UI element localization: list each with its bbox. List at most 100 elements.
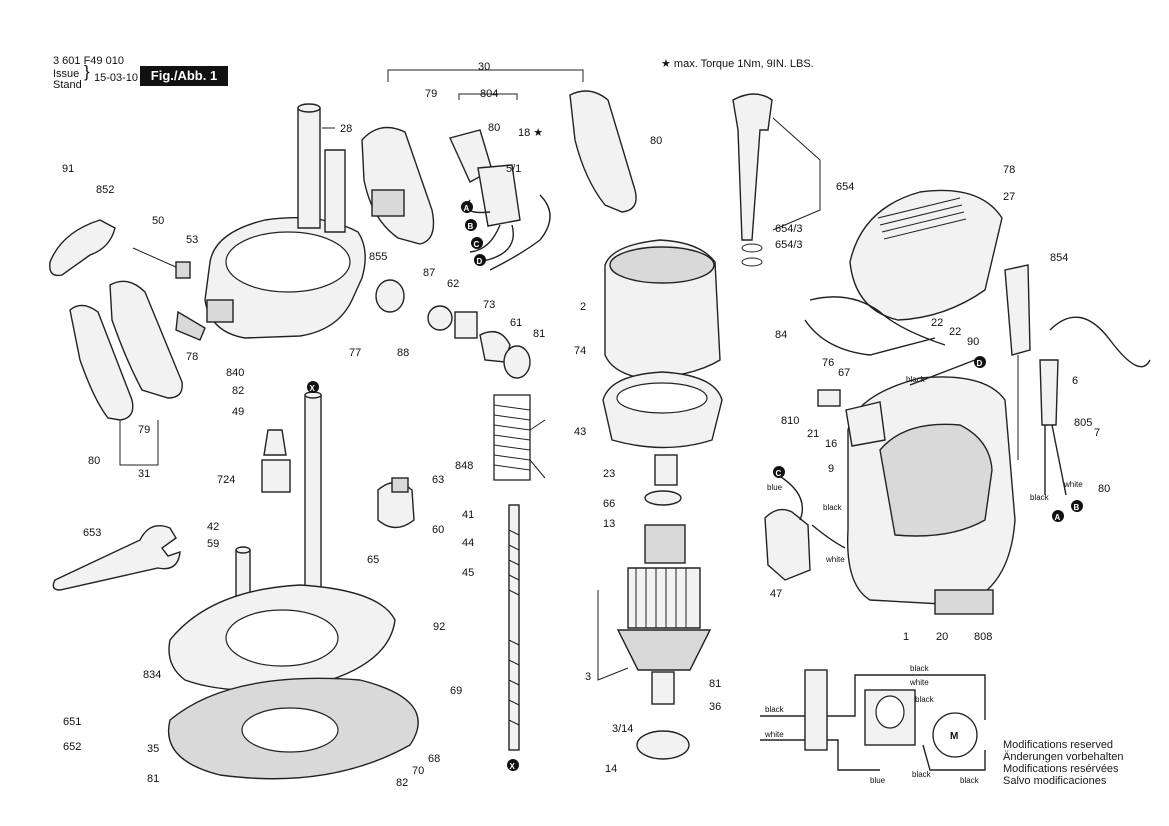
part-number: 36	[709, 701, 721, 713]
modification-line: Modifications resérvées	[1003, 763, 1119, 775]
part-number: 61	[510, 317, 522, 329]
part-number: 87	[423, 267, 435, 279]
part-number: 848	[455, 460, 473, 472]
part-number: 9	[828, 463, 834, 475]
adjust-knob	[377, 477, 415, 529]
armature	[616, 454, 712, 760]
switch-assembly	[449, 129, 551, 271]
base-plate	[168, 584, 419, 780]
part-number: 65	[367, 554, 379, 566]
stator-housing	[604, 239, 721, 379]
part-number: 2	[580, 301, 586, 313]
connector-c: C	[474, 240, 480, 249]
issue-label: Issue	[53, 68, 80, 80]
part-number: 67	[838, 367, 850, 379]
svg-text:M: M	[950, 731, 958, 742]
connector-labels: A B C D X X D C A B	[307, 201, 1083, 771]
part-number: 73	[483, 299, 495, 311]
connector-x: X	[310, 384, 316, 393]
part-number: 45	[462, 567, 474, 579]
part-number: 653	[83, 527, 101, 539]
part-number: 654/3	[775, 239, 803, 251]
wire-label: black	[765, 705, 785, 714]
part-number: 59	[207, 538, 219, 550]
part-number: 77	[349, 347, 361, 359]
part-number: 6	[1072, 375, 1078, 387]
part-number: 13	[603, 518, 615, 530]
part-number: 804	[480, 88, 498, 100]
part-number: 20	[936, 631, 948, 643]
part-number: 30	[478, 61, 490, 73]
motor-housing	[846, 376, 1016, 615]
modification-line: Änderungen vorbehalten	[1003, 751, 1124, 763]
part-number: 78	[186, 351, 198, 363]
wire-label: white	[764, 730, 784, 739]
part-number: 42	[207, 521, 219, 533]
connector-d: D	[477, 257, 483, 266]
part-number: 810	[781, 415, 799, 427]
part-number: 91	[62, 163, 74, 175]
part-number: 79	[425, 88, 437, 100]
wire-color-labels: black black white blue black white black…	[764, 375, 1083, 785]
wire-label: black	[960, 776, 980, 785]
motor-cap	[849, 189, 1003, 321]
connector-c: C	[776, 469, 782, 478]
part-number: 44	[462, 537, 474, 549]
part-number: 805	[1074, 417, 1092, 429]
part-number: 76	[822, 357, 834, 369]
part-number: 81	[533, 328, 545, 340]
part-number: 80	[88, 455, 100, 467]
part-number: 14	[605, 763, 617, 775]
part-number: 90	[967, 336, 979, 348]
connector-b: B	[468, 222, 474, 231]
part-number: 81	[709, 678, 721, 690]
part-number: 80	[1098, 483, 1110, 495]
wire-label: black	[906, 375, 926, 384]
depth-stop-rod	[508, 504, 520, 751]
part-number: 49	[232, 406, 244, 418]
part-number: 5/1	[506, 163, 521, 175]
part-number: 88	[397, 347, 409, 359]
part-number: 1	[903, 631, 909, 643]
part-number: 808	[974, 631, 992, 643]
part-number: 852	[96, 184, 114, 196]
part-number: 84	[775, 329, 787, 341]
depth-lock-lever	[49, 219, 191, 279]
part-number: 82	[232, 385, 244, 397]
switch-block	[764, 474, 846, 581]
part-number: 3/14	[612, 723, 633, 735]
part-number: 80	[650, 135, 662, 147]
part-number: 18 ★	[518, 127, 543, 139]
part-number: 840	[226, 367, 244, 379]
part-number: 651	[63, 716, 81, 728]
part-number: 41	[462, 509, 474, 521]
modification-line: Salvo modificaciones	[1003, 775, 1107, 787]
leader-lines	[119, 69, 821, 681]
part-number: 63	[432, 474, 444, 486]
part-number: 23	[603, 468, 615, 480]
wire-label: black	[1030, 493, 1050, 502]
part-number: 3	[585, 671, 591, 683]
wire-label: black	[915, 695, 935, 704]
part-number: 81	[147, 773, 159, 785]
part-number: 35	[147, 743, 159, 755]
part-number: 652	[63, 741, 81, 753]
part-number: 53	[186, 234, 198, 246]
wiring-schematic: M	[760, 669, 986, 771]
part-number: 28	[340, 123, 352, 135]
part-number: 854	[1050, 252, 1068, 264]
part-number: 92	[433, 621, 445, 633]
wire-label: blue	[870, 776, 886, 785]
wire-label: black	[912, 770, 932, 779]
part-number: 47	[770, 588, 782, 600]
part-number: 16	[825, 438, 837, 450]
fan-baffle	[602, 371, 723, 449]
gear-parts	[375, 279, 531, 379]
part-number: 50	[152, 215, 164, 227]
part-number: 27	[1003, 191, 1015, 203]
part-number: 69	[450, 685, 462, 697]
wire-label: blue	[767, 483, 783, 492]
drawing-code: 3 601 F49 010	[53, 55, 124, 67]
right-handle-cover	[361, 90, 637, 245]
